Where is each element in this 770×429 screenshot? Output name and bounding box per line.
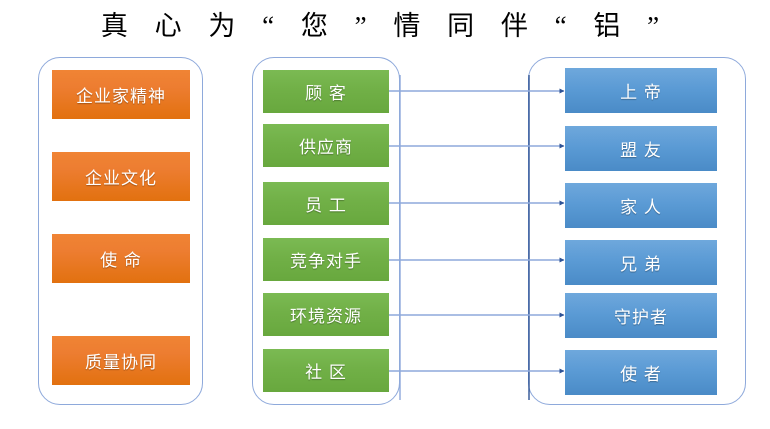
value-box-culture[interactable]: 企业文化 [52, 152, 190, 201]
stakeholder-box-supplier[interactable]: 供应商 [263, 124, 389, 167]
value-box-quality-synergy[interactable]: 质量协同 [52, 336, 190, 385]
value-box-entrepreneurship[interactable]: 企业家精神 [52, 70, 190, 119]
page-title: 真 心 为 “ 您 ” 情 同 伴 “ 铝 ” [0, 4, 770, 48]
stakeholder-box-community[interactable]: 社 区 [263, 349, 389, 392]
box-label: 兄 弟 [620, 255, 662, 274]
role-box-guardian[interactable]: 守护者 [565, 293, 717, 338]
left-column-frame [38, 57, 203, 405]
role-box-ally[interactable]: 盟 友 [565, 126, 717, 171]
box-label: 使 者 [620, 365, 662, 384]
box-label: 顾 客 [305, 84, 347, 103]
box-label: 上 帝 [620, 83, 662, 102]
box-label: 守护者 [614, 308, 668, 327]
stakeholder-box-employee[interactable]: 员 工 [263, 182, 389, 225]
role-box-brother[interactable]: 兄 弟 [565, 240, 717, 285]
page-title-text: 真 心 为 “ 您 ” 情 同 伴 “ 铝 ” [100, 11, 670, 41]
box-label: 社 区 [305, 363, 347, 382]
box-label: 使 命 [100, 251, 142, 270]
box-label: 竞争对手 [290, 252, 362, 271]
box-label: 供应商 [299, 138, 353, 157]
role-box-family[interactable]: 家 人 [565, 183, 717, 228]
box-label: 质量协同 [85, 353, 157, 372]
box-label: 盟 友 [620, 141, 662, 160]
stakeholder-box-competitor[interactable]: 竞争对手 [263, 238, 389, 281]
role-box-god[interactable]: 上 帝 [565, 68, 717, 113]
role-box-messenger[interactable]: 使 者 [565, 350, 717, 395]
box-label: 环境资源 [290, 307, 362, 326]
box-label: 企业家精神 [76, 87, 166, 106]
box-label: 家 人 [620, 198, 662, 217]
stakeholder-box-customer[interactable]: 顾 客 [263, 70, 389, 113]
box-label: 企业文化 [85, 169, 157, 188]
box-label: 员 工 [305, 196, 347, 215]
value-box-mission[interactable]: 使 命 [52, 234, 190, 283]
stakeholder-box-environment-resource[interactable]: 环境资源 [263, 293, 389, 336]
